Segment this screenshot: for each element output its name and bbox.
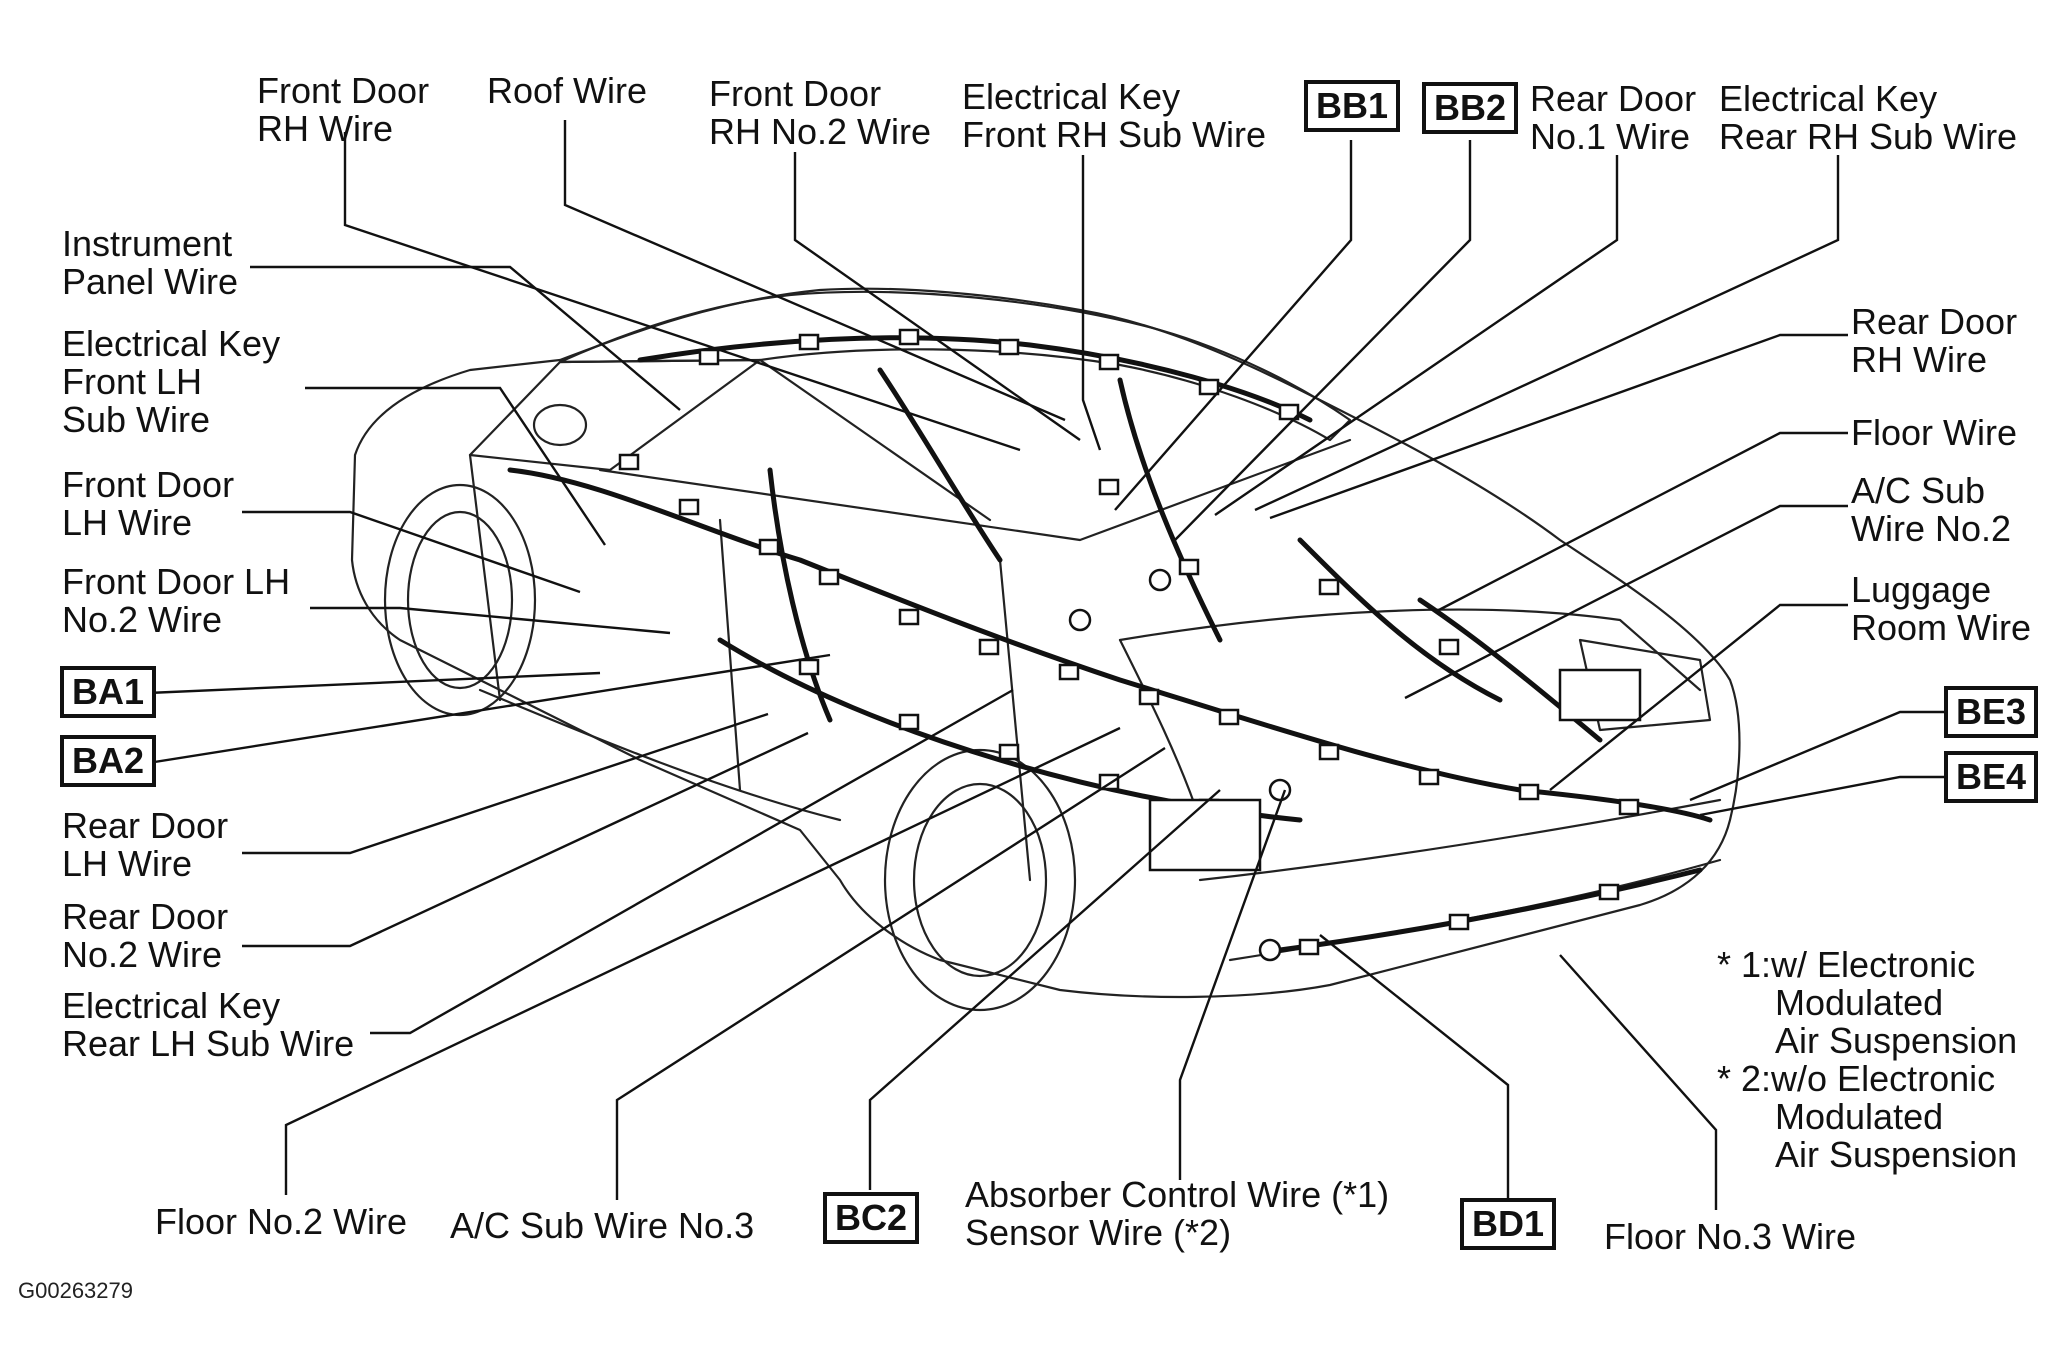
- mirror: [532, 403, 588, 447]
- connector-ba1: BA1: [60, 666, 157, 718]
- leader-ac-sub2: [1404, 504, 1848, 700]
- leader-be4: [1699, 775, 1944, 817]
- leader-rear-door-rh: [1269, 333, 1848, 520]
- door-line: [468, 453, 502, 702]
- label-front-door-rh-wire: Front Door RH Wire: [257, 70, 430, 149]
- windshield: [468, 358, 762, 472]
- leader-absorber: [1178, 789, 1287, 1180]
- connector-bb1: BB1: [1304, 80, 1401, 132]
- label-instrument-panel-wire: Instrument Panel Wire: [62, 223, 239, 302]
- label-rear-door-rh-wire: Rear Door RH Wire: [1851, 301, 2018, 380]
- leader-ac-sub3: [615, 746, 1166, 1200]
- label-luggage-room-wire: Luggage Room Wire: [1851, 569, 2032, 648]
- leader-luggage: [1549, 603, 1848, 791]
- label-front-door-lh-wire: Front Door LH Wire: [62, 464, 235, 543]
- front-wheel: [383, 483, 537, 717]
- roof-outline: [558, 290, 1352, 442]
- leader-ba2: [147, 653, 831, 765]
- rear-wheel: [883, 748, 1077, 1012]
- label-floor-no3-wire: Floor No.3 Wire: [1604, 1216, 1857, 1257]
- leader-bb2: [1174, 140, 1472, 541]
- footnote-2: * 2:w/o Electronic: [1717, 1058, 1996, 1099]
- junction-block: [1148, 798, 1262, 872]
- trunk-lid: [1118, 608, 1702, 692]
- harness-bumper: [1277, 867, 1703, 953]
- connector-ba2: BA2: [60, 735, 157, 787]
- label-rear-door-no1-wire: Rear Door No.1 Wire: [1530, 78, 1697, 157]
- label-front-door-rh-no2-wire: Front Door RH No.2 Wire: [709, 73, 932, 152]
- leader-ekey-front-lh: [305, 386, 606, 546]
- leader-floor: [1434, 431, 1848, 614]
- label-rear-door-lh-wire: Rear Door LH Wire: [62, 805, 229, 884]
- leader-ba1: [147, 671, 601, 695]
- label-ekey-rear-rh-sub-wire: Electrical Key Rear RH Sub Wire: [1719, 78, 2018, 157]
- leader-front-door-rh2: [793, 152, 1081, 441]
- connector-bc2: BC2: [823, 1192, 920, 1244]
- leader-ekey-front-rh: [1081, 155, 1102, 451]
- connector-bd1: BD1: [1460, 1198, 1557, 1250]
- leader-bc2: [868, 789, 1221, 1190]
- leader-floor-no3: [1559, 954, 1718, 1210]
- leader-be3: [1689, 710, 1944, 802]
- footnote-1: * 1:w/ Electronic: [1717, 944, 1976, 985]
- label-absorber-sensor-wire: Absorber Control Wire (*1) Sensor Wire (…: [965, 1174, 1390, 1253]
- label-ac-sub-wire-no3: A/C Sub Wire No.3: [450, 1205, 755, 1246]
- label-floor-no2-wire: Floor No.2 Wire: [155, 1201, 408, 1242]
- leader-floor-no2: [284, 726, 1121, 1195]
- leader-rear-door-no1: [1214, 155, 1619, 516]
- label-ekey-front-rh-sub-wire: Electrical Key Front RH Sub Wire: [962, 76, 1267, 155]
- leader-instrument: [250, 265, 681, 411]
- label-rear-door-no2-wire: Rear Door No.2 Wire: [62, 896, 229, 975]
- footnotes: * 1:w/ Electronic Modulated Air Suspensi…: [1717, 944, 2018, 1175]
- leader-front-door-rh: [343, 132, 1021, 452]
- label-floor-wire: Floor Wire: [1851, 412, 2018, 453]
- rear-bumper: [1198, 798, 1722, 882]
- leader-rear-door-lh: [242, 712, 769, 855]
- leader-bd1: [1319, 934, 1510, 1200]
- label-roof-wire: Roof Wire: [487, 70, 648, 111]
- harness-roof: [637, 335, 1313, 423]
- figure-code: G00263279: [18, 1278, 133, 1303]
- label-front-door-lh-no2-wire: Front Door LH No.2 Wire: [62, 561, 291, 640]
- connector-be3: BE3: [1944, 686, 2039, 738]
- harness-main: [507, 467, 1713, 823]
- connector-be4: BE4: [1944, 751, 2039, 803]
- leader-front-door-lh2: [310, 606, 671, 635]
- leader-bb1: [1114, 140, 1353, 511]
- leader-roof: [563, 120, 1066, 422]
- label-ekey-front-lh-sub-wire: Electrical Key Front LH Sub Wire: [62, 323, 281, 440]
- leader-ekey-rear-rh: [1254, 155, 1840, 512]
- leader-front-door-lh: [242, 510, 581, 594]
- leader-rear-door-no2: [242, 731, 809, 948]
- leader-ekey-rear-lh: [370, 688, 1014, 1035]
- label-ekey-rear-lh-sub-wire: Electrical Key Rear LH Sub Wire: [62, 985, 355, 1064]
- label-ac-sub-wire-no2: A/C Sub Wire No.2: [1851, 470, 2012, 549]
- connector-bb2: BB2: [1422, 82, 1519, 134]
